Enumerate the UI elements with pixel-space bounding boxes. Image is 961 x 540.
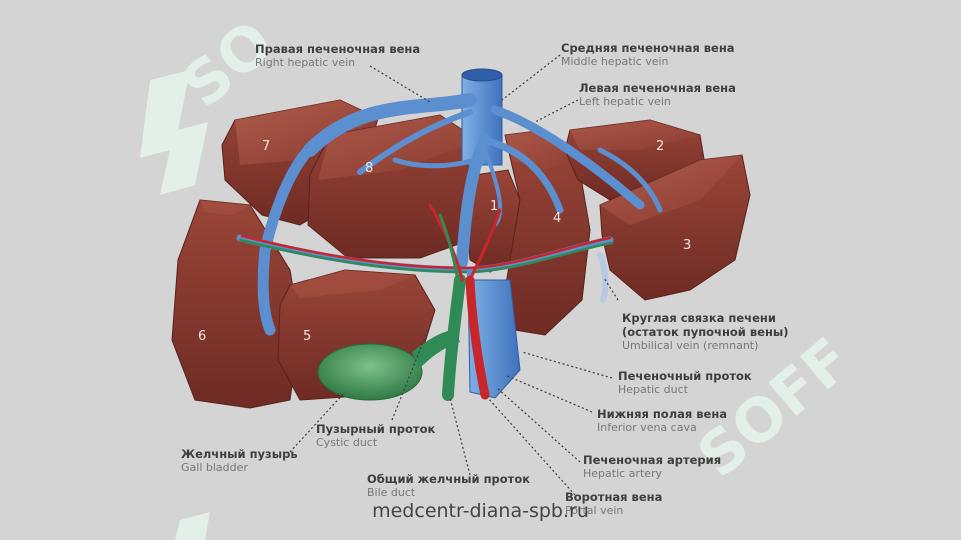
label-cystic-duct: Пузырный проток Cystic duct	[316, 422, 436, 449]
segment-label-6: 6	[198, 329, 206, 344]
segment-label-7: 7	[262, 139, 270, 154]
source-url: medcentr-diana-spb.ru	[372, 500, 589, 522]
hepatic-veins	[257, 93, 663, 336]
segment-numbers: 1 2 3 4 5 6 7 8	[198, 139, 691, 344]
label-round-ligament: Круглая связка печени (остаток пупочной …	[622, 311, 789, 352]
segment-label-4: 4	[553, 211, 561, 226]
label-inferior-vena-cava: Нижняя полая вена Inferior vena cava	[597, 407, 728, 434]
label-gall-bladder: Желчный пузырь Gall bladder	[181, 447, 298, 474]
segment-label-2: 2	[656, 139, 664, 154]
segment-label-1: 1	[490, 199, 498, 214]
label-common-bile-duct: Общий желчный проток Bile duct	[367, 472, 531, 499]
segment-label-3: 3	[683, 238, 691, 253]
label-left-hepatic-vein: Левая печеночная вена Left hepatic vein	[579, 81, 736, 108]
label-hepatic-artery: Печеночная артерия Hepatic artery	[583, 453, 722, 480]
segment-label-5: 5	[303, 329, 311, 344]
label-middle-hepatic-vein: Средняя печеночная вена Middle hepatic v…	[561, 41, 735, 68]
portal-triad	[236, 203, 614, 401]
label-portal-vein: Воротная вена Portal vein	[565, 490, 663, 517]
label-hepatic-duct: Печеночный проток Hepatic duct	[618, 369, 752, 396]
leader-lines	[289, 54, 619, 496]
label-right-hepatic-vein: Правая печеночная вена Right hepatic vei…	[255, 42, 421, 69]
segment-label-8: 8	[365, 161, 373, 176]
